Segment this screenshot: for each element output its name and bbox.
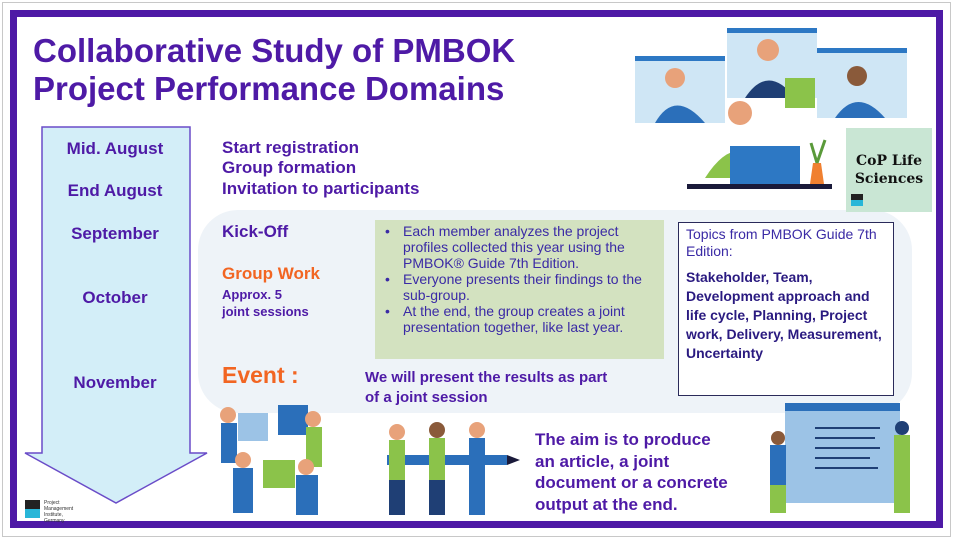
bullet-item: At the end, the group creates a joint pr… — [383, 303, 658, 335]
step-kickoff: Kick-Off — [222, 222, 289, 241]
step-groupwork: Group Work — [222, 264, 320, 283]
bullet-item: Each member analyzes the project profile… — [383, 223, 658, 271]
step-invite: Invitation to participants — [222, 179, 420, 198]
step-event: Event : — [222, 362, 299, 388]
step-start: Start registration — [222, 138, 359, 157]
step-group: Group formation — [222, 158, 357, 177]
bullet-item: Everyone presents their findings to the … — [383, 271, 658, 303]
month-label: November — [73, 373, 157, 392]
month-label: September — [71, 224, 159, 243]
topics-box: Topics from PMBOK Guide 7th Edition: Sta… — [678, 222, 894, 396]
month-label: End August — [67, 181, 163, 200]
pmi-germany-logo: Project Management Institute, Germany — [25, 500, 84, 524]
video-call-illustration — [635, 28, 907, 189]
bullet-box: Each member analyzes the project profile… — [375, 220, 664, 359]
month-label: October — [82, 288, 148, 307]
puzzle-team-illustration — [220, 405, 322, 515]
presentation-board-illustration — [770, 403, 910, 513]
month-label: Mid. August — [66, 139, 164, 158]
team-pencil-illustration — [387, 422, 520, 515]
